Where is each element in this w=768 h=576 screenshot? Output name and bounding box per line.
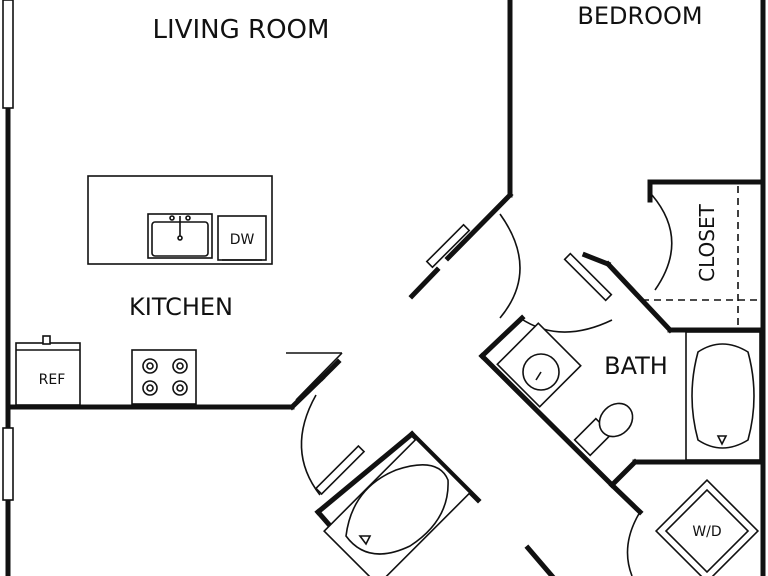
sink-icon [147,213,213,259]
window-bottom-left [2,427,14,501]
refrigerator [15,335,81,406]
closet [642,186,760,326]
toilet-icon [573,402,634,457]
dishwasher-label: DW [230,232,255,248]
bathtub-icon [685,331,761,461]
room-label-bedroom: BEDROOM [577,2,702,30]
kitchen-island [87,175,273,265]
washer-dryer-icon [654,478,760,576]
stove-icon [131,349,197,405]
room-label-kitchen: KITCHEN [129,293,233,321]
room-label-bath: BATH [604,352,668,380]
refrigerator-label: REF [39,372,66,388]
bath-sink-icon [496,322,582,408]
washer-dryer-label: W/D [692,524,721,540]
bathtub-icon [323,438,471,576]
dishwasher [217,215,267,261]
room-label-closet: CLOSET [695,203,719,281]
window-top-left [2,0,14,109]
room-label-living-room: LIVING ROOM [153,15,330,45]
door-swing-icon [300,194,673,576]
